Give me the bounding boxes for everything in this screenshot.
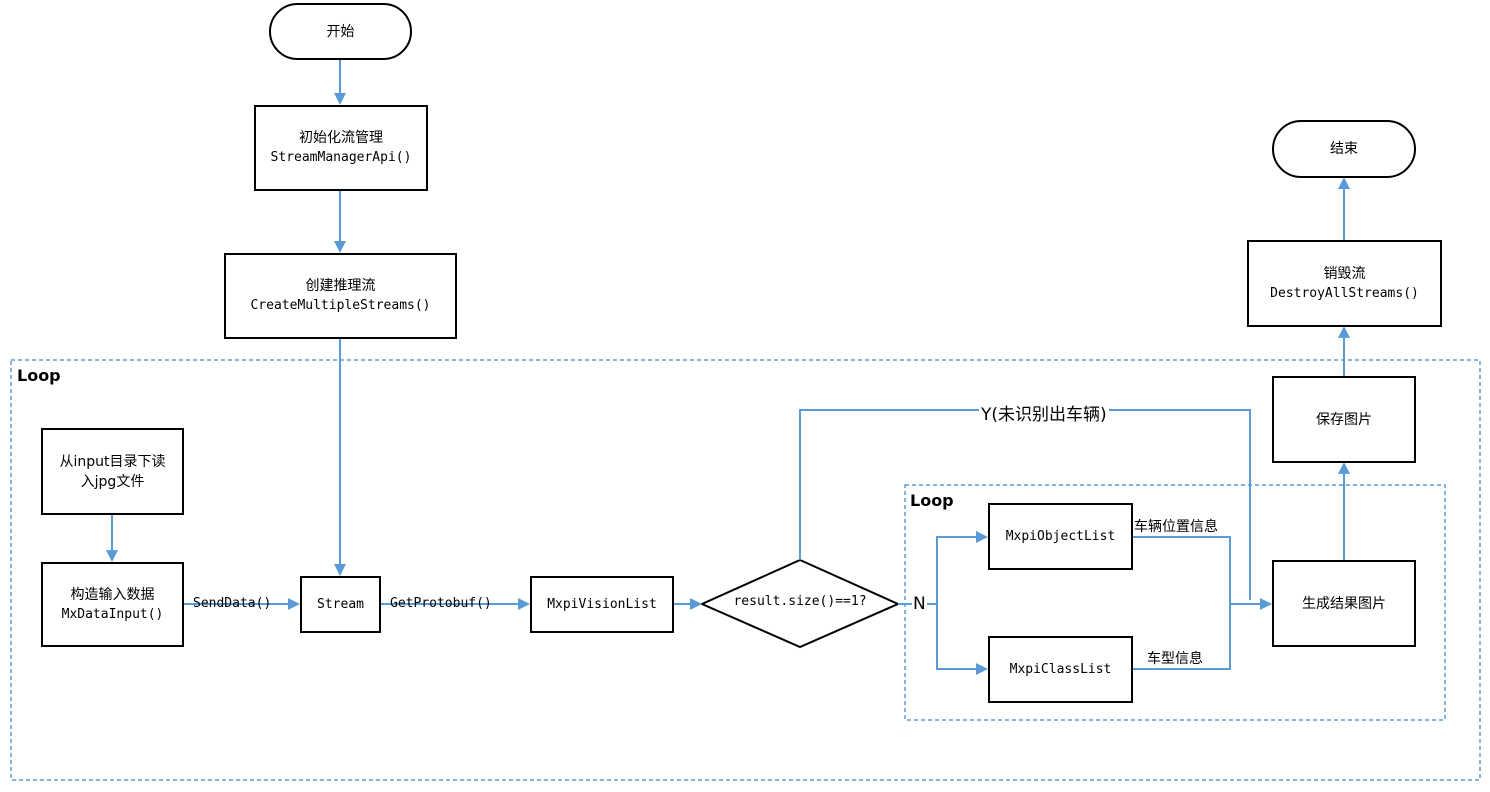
- build-label: 构造输入数据: [70, 586, 155, 603]
- vehicle-position-label: 车辆位置信息: [1134, 519, 1218, 535]
- edge-class-gen: [1132, 604, 1231, 670]
- stream-node: Stream: [300, 576, 381, 633]
- init-code: StreamManagerApi(): [270, 150, 412, 165]
- getprotobuf-edge-label: GetProtobuf(): [390, 596, 492, 611]
- stream-label: Stream: [317, 596, 364, 612]
- inner-loop-title: Loop: [910, 491, 954, 510]
- end-node: 结束: [1272, 120, 1416, 178]
- vehicle-type-label: 车型信息: [1147, 651, 1203, 667]
- no-branch-label: N: [912, 594, 927, 614]
- build-code: MxDataInput(): [61, 606, 164, 622]
- object-label: MxpiObjectList: [1005, 528, 1116, 544]
- gen-label: 生成结果图片: [1302, 595, 1386, 612]
- save-image-node: 保存图片: [1272, 376, 1416, 463]
- destroy-label: 销毁流: [1323, 265, 1366, 282]
- object-list-node: MxpiObjectList: [988, 503, 1133, 570]
- outer-loop-title: Loop: [17, 366, 61, 385]
- decision-label: result.size()==1?: [733, 594, 867, 609]
- vision-list-node: MxpiVisionList: [530, 576, 674, 633]
- create-stream-node: 创建推理流 CreateMultipleStreams(): [224, 253, 457, 339]
- init-label: 初始化流管理: [299, 130, 383, 146]
- inner-loop-frame: [904, 484, 1446, 721]
- decision-diamond: [699, 558, 901, 649]
- class-list-node: MxpiClassList: [988, 636, 1133, 703]
- outer-loop-frame: [10, 359, 1481, 781]
- destroy-stream-node: 销毁流 DestroyAllStreams(): [1247, 240, 1442, 327]
- start-node: 开始: [269, 3, 412, 60]
- create-label: 创建推理流: [305, 278, 376, 294]
- vision-label: MxpiVisionList: [547, 596, 657, 612]
- destroy-code: DestroyAllStreams(): [1270, 285, 1419, 301]
- edge-decision-no-class: [936, 604, 988, 675]
- init-stream-manager-node: 初始化流管理 StreamManagerApi(): [254, 105, 428, 191]
- end-label: 结束: [1330, 141, 1358, 157]
- senddata-edge-label: SendData(): [193, 596, 272, 611]
- edge-object-gen: [1132, 536, 1231, 604]
- create-code: CreateMultipleStreams(): [250, 298, 431, 313]
- save-label: 保存图片: [1316, 411, 1372, 428]
- read-input-node: 从input目录下读 入jpg文件: [41, 428, 184, 515]
- read-label-line2: 入jpg文件: [80, 473, 145, 490]
- generate-result-node: 生成结果图片: [1272, 560, 1416, 647]
- read-label-line1: 从input目录下读: [59, 453, 166, 470]
- build-input-node: 构造输入数据 MxDataInput(): [41, 562, 184, 647]
- yes-branch-label: Y(未识别出车辆): [979, 400, 1109, 425]
- classlist-label: MxpiClassList: [1009, 661, 1112, 677]
- start-label: 开始: [326, 23, 355, 40]
